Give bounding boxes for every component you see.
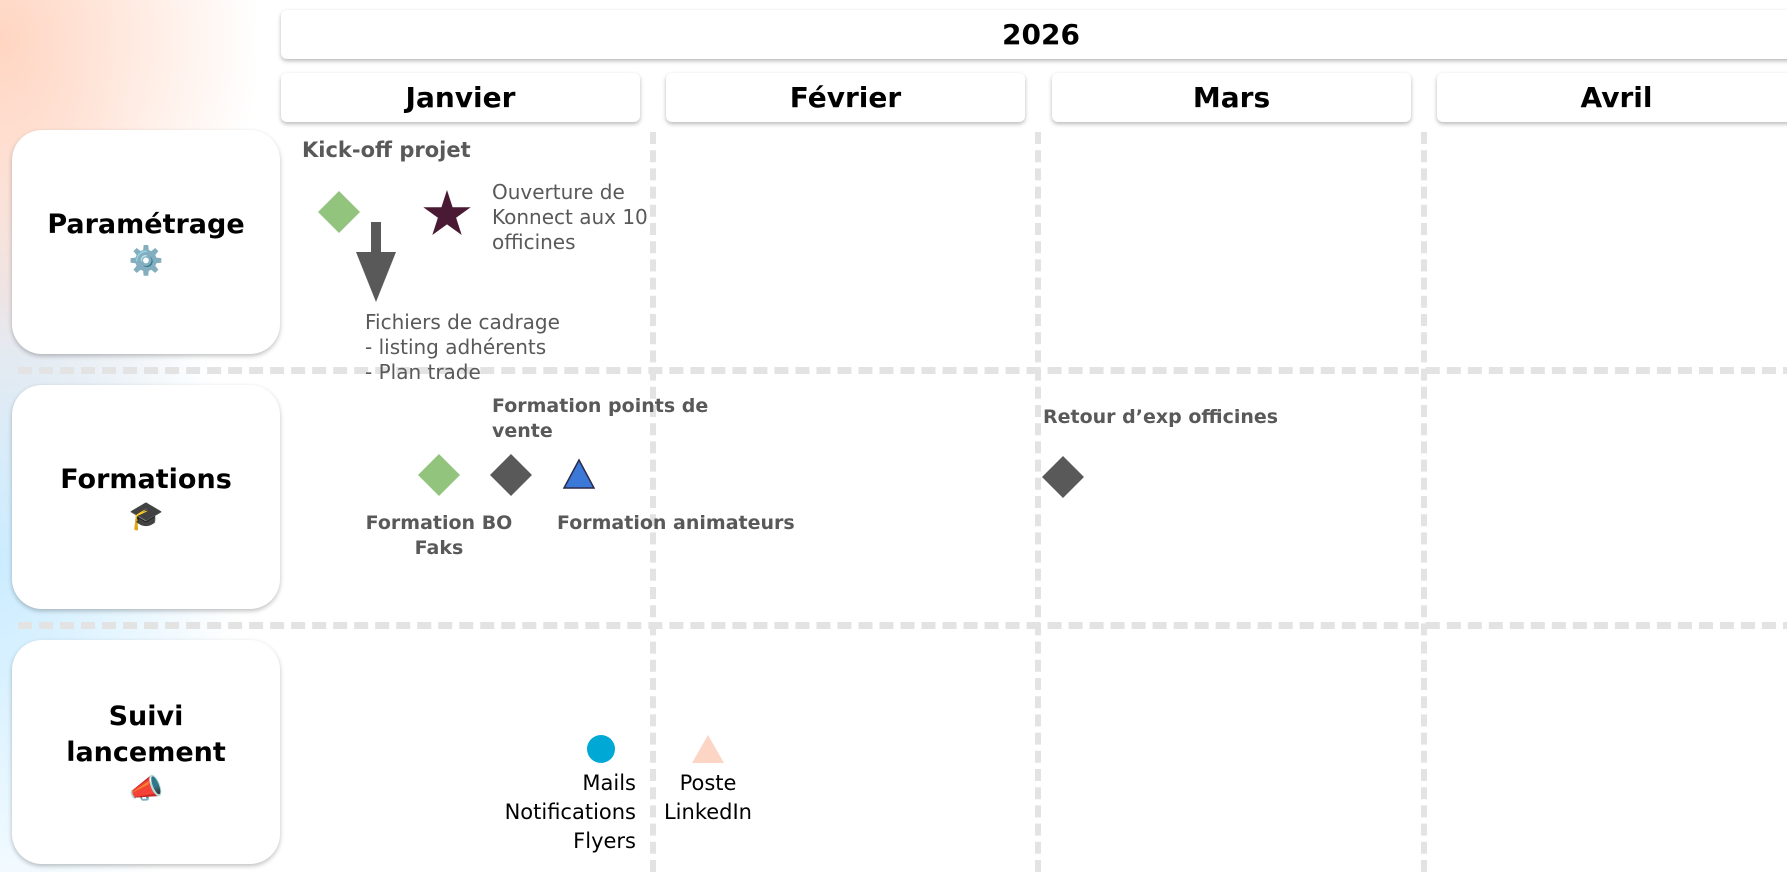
grid-divider-janvier-fevrier (650, 132, 656, 872)
milestone-label-formation-points-de-vente: Formation points de vente (492, 395, 709, 442)
month-header-fevrier: Février (666, 73, 1025, 122)
milestone-label-poste-linkedin: Poste LinkedIn (663, 771, 752, 824)
milestone-label-formation-bo: Formation BO Faks (365, 512, 513, 559)
row-label-lancement: lancement (66, 737, 226, 768)
milestone-label-kickoff: Kick-off projet (302, 138, 471, 162)
month-header-mars: Mars (1052, 73, 1411, 122)
down-arrow-icon (356, 222, 396, 302)
row-card-formations: Formations 🎓 (12, 385, 280, 609)
megaphone-icon: 📣 (128, 772, 164, 805)
grid-divider-row-2 (18, 622, 1787, 629)
milestone-circle-mails (587, 735, 615, 763)
row-label-formations: Formations (60, 464, 232, 495)
gear-icon: ⚙️ (128, 244, 164, 277)
row-label-suivi: Suivi (108, 701, 184, 732)
milestone-star-ouverture (423, 190, 471, 235)
milestone-label-formation-animateurs: Formation animateurs (557, 512, 795, 534)
grid-divider-fevrier-mars (1035, 132, 1041, 872)
milestone-diamond-kickoff (318, 191, 360, 233)
row-label-parametrage: Paramétrage (47, 209, 245, 240)
grid-divider-row-1 (18, 367, 1787, 374)
milestone-triangle-poste-linkedin (692, 735, 724, 763)
milestone-diamond-formation-bo (418, 454, 460, 496)
row-card-parametrage: Paramétrage ⚙️ (12, 130, 280, 354)
year-header: 2026 (281, 10, 1787, 59)
milestone-label-retour-exp: Retour d’exp officines (1043, 406, 1279, 428)
grid-divider-mars-avril (1421, 132, 1427, 872)
graduation-cap-icon: 🎓 (128, 499, 164, 532)
milestone-triangle-formation-animateurs (562, 458, 596, 489)
milestone-label-ouverture: Ouverture de Konnect aux 10 officines (492, 180, 648, 254)
month-header-avril: Avril (1437, 73, 1787, 122)
milestone-label-mails: Mails Notifications Flyers (504, 771, 636, 853)
row-card-suivi-lancement: Suivi lancement 📣 (12, 640, 280, 864)
milestone-diamond-retour-exp (1042, 456, 1084, 498)
milestone-label-fichiers-cadrage: Fichiers de cadrage - listing adhérents … (365, 310, 560, 384)
milestone-diamond-formation-pdv (490, 454, 532, 496)
month-header-janvier: Janvier (281, 73, 640, 122)
